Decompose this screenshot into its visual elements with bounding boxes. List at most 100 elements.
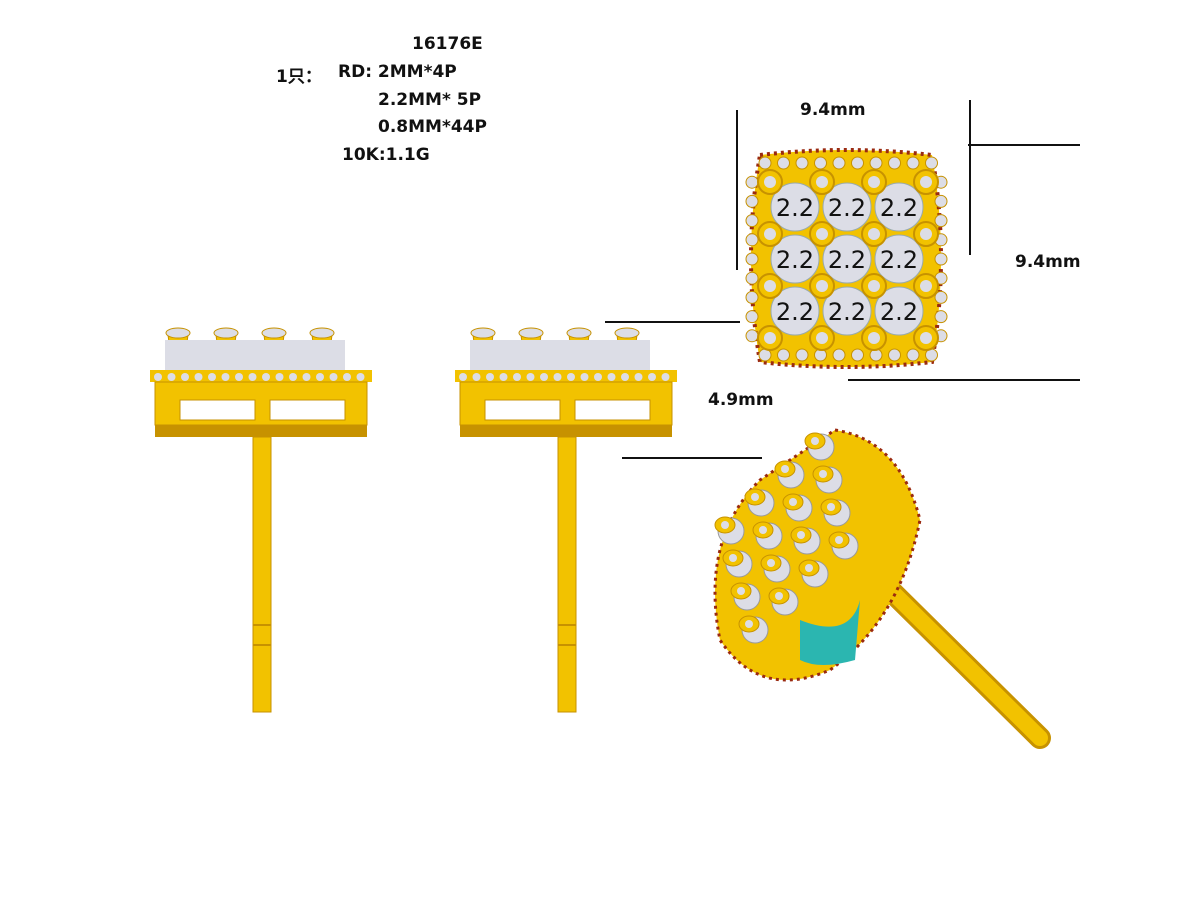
center-stone [874,234,924,284]
halo-stone [343,373,351,381]
base [460,425,672,437]
halo-stone [795,156,809,170]
side-view-side [455,327,677,713]
prong-stone [737,587,745,595]
prong-stone [811,437,819,445]
post [557,436,577,713]
halo-stone [777,156,790,170]
halo-stone [472,373,481,381]
halo-stone [275,373,284,381]
halo-stone [607,373,616,381]
prong-stone [759,526,767,534]
halo-stone [934,310,948,324]
halo-stone [235,373,243,381]
halo-stone [745,252,759,266]
halo-stone [594,373,602,381]
halo-stone [634,373,643,381]
stones-row [165,340,345,370]
gallery [154,381,368,426]
prong-stone [721,521,729,529]
bezel-stone [816,176,828,188]
halo-stone [832,348,846,362]
bezel-stone [764,280,776,292]
prong-stone [767,559,775,567]
halo-stone [745,194,759,208]
stone-size-label: 2.2 [828,298,866,326]
stone-size-label: 2.2 [776,298,814,326]
post [252,436,272,713]
bezel-stone [868,228,880,240]
bezel-stone [920,332,932,344]
prong-stone [781,465,789,473]
halo-stone [221,373,230,381]
center-stone [822,286,872,336]
bezel-stone [868,332,880,344]
prong-stone [309,327,335,339]
gallery [459,381,673,426]
halo-stone [745,290,759,304]
center-stone [822,182,872,232]
model-number: 16176E [412,34,483,54]
halo-stone [934,194,948,208]
halo-stone [851,156,864,170]
bezel-stone [816,332,828,344]
halo-stone [302,373,311,381]
bezel-stone [920,176,932,188]
halo-stone [167,373,176,381]
prong-stone [775,592,783,600]
bezel-stone [764,228,776,240]
stone-size-label: 2.2 [880,298,918,326]
prong-stone [797,531,805,539]
prong-stone [614,327,640,339]
stones-row [470,340,650,370]
prong-stone [805,564,813,572]
prong-stone [518,327,544,339]
halo-stone [194,373,203,381]
halo-band [150,370,372,382]
dimension-depth-label: 4.9mm [708,390,774,410]
halo-stone [934,290,948,304]
bezel-stone [868,176,880,188]
halo-stone [181,373,189,381]
halo-stone [745,271,759,285]
halo-stone [777,348,790,362]
bezel-stone [920,228,932,240]
halo-stone [540,373,548,381]
halo-stone [925,156,938,170]
halo-stone [567,373,575,381]
halo-stone [486,373,494,381]
bezel-stone [920,280,932,292]
halo-stone [208,373,216,381]
halo-stone [661,373,670,381]
bezel-stone [764,176,776,188]
stone-size-label: 2.2 [880,194,918,222]
prong-stone [165,327,191,339]
prong-stone [729,554,737,562]
center-stone [874,286,924,336]
halo-stone [906,348,920,362]
halo-stone [795,348,809,362]
stone-spec-2: 2.2MM* 5P [378,90,482,110]
halo-stone [814,156,827,170]
bezel-stone [868,280,880,292]
prong-stone [819,470,827,478]
prong-stone [827,503,835,511]
halo-stone [758,156,772,170]
halo-stone [621,373,629,381]
quantity-label: 1只： [276,67,322,87]
post-highlight [872,572,1048,746]
center-stone [770,182,820,232]
halo-band [455,370,677,382]
stone-size-label: 2.2 [776,246,814,274]
stone-size-label: 2.2 [828,246,866,274]
halo-stone [832,156,846,170]
dimension-height-label: 9.4mm [1015,252,1081,272]
halo-stone [745,214,759,228]
halo-stone [329,373,338,381]
prong-stone [751,493,759,501]
halo-stone [745,175,759,189]
halo-stone [356,373,365,381]
bezel-stone [764,332,776,344]
